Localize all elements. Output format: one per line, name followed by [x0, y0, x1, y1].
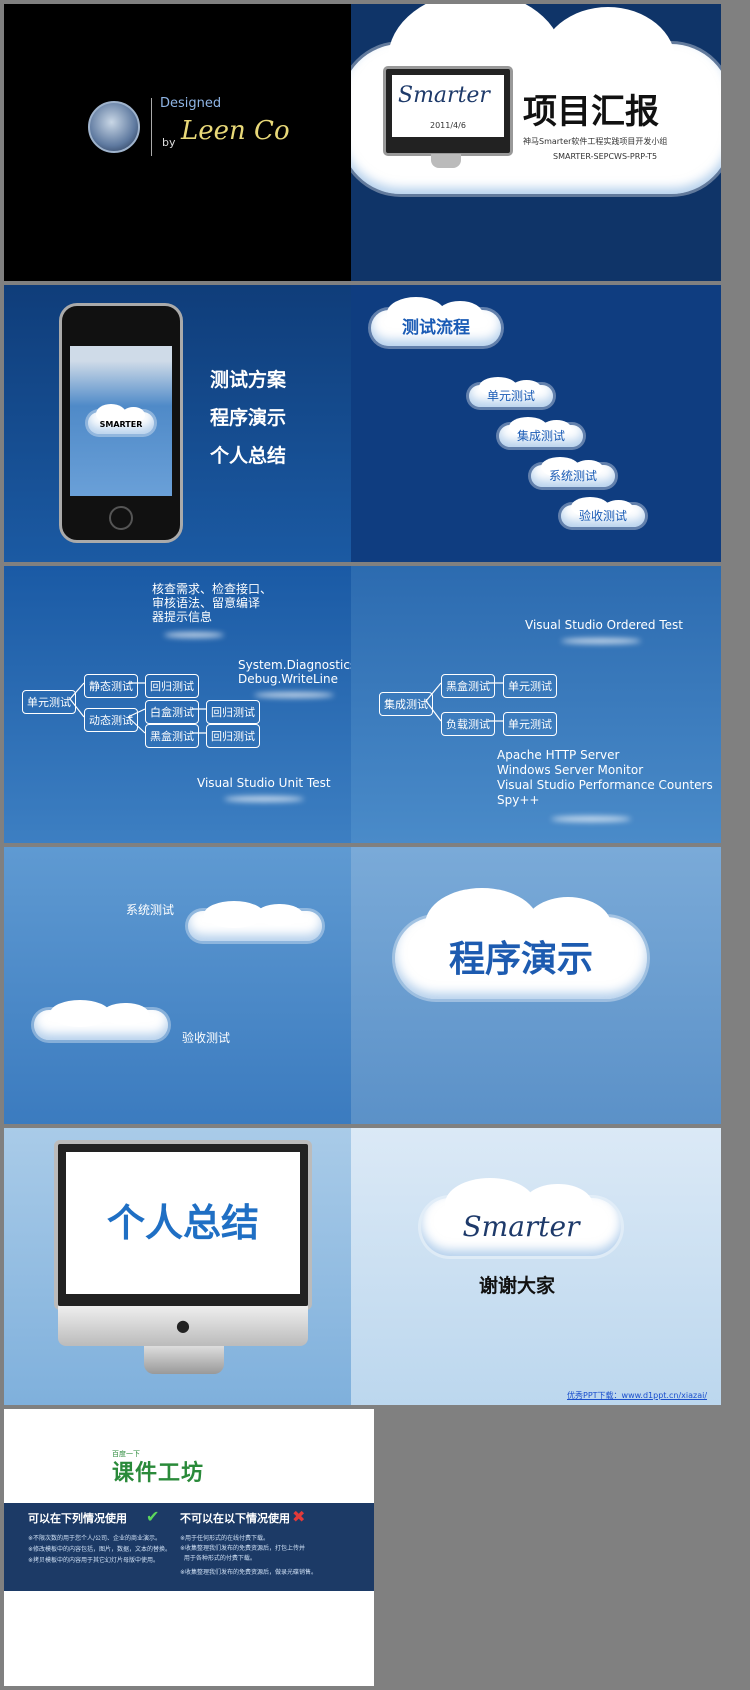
acceptance-test-label: 验收测试 [182, 1031, 231, 1045]
slide-1-title[interactable]: Designed by Leen Co [4, 4, 374, 281]
check-icon: ✔ [146, 1507, 160, 1526]
glow [561, 638, 641, 644]
step-cloud-2: 集成测试 [499, 417, 583, 447]
node-unit-test: 单元测试 [22, 690, 76, 714]
slide-10-thanks[interactable]: Smarter 谢谢大家 优秀PPT下载：www.d1ppt.cn/xiazai… [351, 1128, 721, 1405]
smarter-logo: Smarter [462, 1210, 580, 1243]
demo-cloud: 程序演示 [395, 888, 647, 999]
monitor-screen: 个人总结 [66, 1152, 300, 1294]
thanks-text: 谢谢大家 [479, 1275, 556, 1297]
agenda-item-3[interactable]: 个人总结 [210, 445, 287, 467]
brand-small: 百度一下 [112, 1450, 140, 1458]
perf-tools-list: Apache HTTP Server Windows Server Monito… [497, 748, 713, 807]
node-load-test: 负载测试 [441, 712, 495, 736]
license-panel [4, 1503, 374, 1591]
glow [551, 816, 631, 822]
tree-lines [69, 682, 206, 734]
thanks-cloud: Smarter [421, 1177, 621, 1256]
glow [254, 692, 334, 698]
can-use-title: 可以在下列情况使用 [28, 1512, 127, 1525]
node-regression-1: 回归测试 [145, 674, 199, 698]
node-regression-2: 回归测试 [206, 700, 260, 724]
can-use-item: ※不限次数的用于您个人/公司、企业的商业演示。 [28, 1535, 162, 1542]
slide-11-license[interactable]: 百度一下 课件工坊 可以在下列情况使用 ✔ 不可以在以下情况使用 ✖ ※不限次数… [4, 1409, 374, 1686]
cannot-use-item: ※收集整理我们发布的免费资源后，做录光碟销售。 [180, 1569, 318, 1576]
cannot-use-item: ※收集整理我们发布的免费资源后，打包上传并 用于各种形式的付费下载。 [180, 1545, 306, 1562]
slide-5-unit-test[interactable]: 核查需求、检查接口、 审核语法、留意编译 器提示信息 System.Diagno… [4, 566, 374, 843]
monitor-stand [431, 154, 461, 168]
node-unit-2: 单元测试 [503, 712, 557, 736]
system-cloud [188, 900, 322, 941]
home-button [109, 506, 133, 530]
glow [224, 796, 304, 802]
glow [164, 632, 224, 638]
agenda-item-2[interactable]: 程序演示 [210, 407, 287, 429]
slide-7-system-acceptance[interactable]: 系统测试 验收测试 [4, 847, 374, 1124]
cannot-use-item: ※用于任何形式的在线付费下载。 [180, 1535, 270, 1542]
slide-6-integration-test[interactable]: Visual Studio Ordered Test 集成测试 黑盒测试 单元测… [351, 566, 721, 843]
report-title: 项目汇报 [523, 92, 659, 132]
cannot-use-title: 不可以在以下情况使用 [180, 1512, 290, 1525]
step-cloud-4: 验收测试 [561, 497, 645, 527]
node-dynamic-test: 动态测试 [84, 708, 138, 732]
divider [151, 98, 152, 156]
cross-icon: ✖ [292, 1507, 306, 1526]
step-unit: 单元测试 [486, 389, 535, 403]
slide-8-demo[interactable]: 程序演示 [351, 847, 721, 1124]
can-use-item: ※修改模板中的内容包括，图片，数据，文本的替换。 [28, 1546, 172, 1553]
can-use-item: ※拷贝模板中的内容用于其它幻灯片母版中使用。 [28, 1557, 160, 1564]
monitor-frame: 个人总结 [54, 1140, 312, 1310]
monitor-chin: ● [58, 1306, 308, 1346]
step-acceptance: 验收测试 [578, 509, 627, 523]
report-subtitle: 神马Smarter软件工程实践项目开发小组 [523, 137, 668, 146]
phone-logo: SMARTER [99, 420, 143, 429]
acceptance-cloud [34, 999, 168, 1040]
designed-label: Designed [160, 96, 222, 111]
phone-cloud: SMARTER [88, 404, 154, 434]
demo-title: 程序演示 [448, 939, 593, 980]
report-date: 2011/4/6 [430, 121, 466, 130]
system-test-label: 系统测试 [126, 903, 175, 917]
slide-9-summary[interactable]: 个人总结 ● [4, 1128, 374, 1405]
step-cloud-3: 系统测试 [531, 457, 615, 487]
slide-3-agenda[interactable]: SMARTER 测试方案 程序演示 个人总结 [4, 285, 374, 562]
monitor-stand [144, 1346, 224, 1374]
step-system: 系统测试 [548, 469, 597, 483]
brand-logo: 课件工坊 [112, 1461, 205, 1486]
node-unit-1: 单元测试 [503, 674, 557, 698]
smarter-logo: Smarter [398, 83, 490, 108]
phone-frame: SMARTER [59, 303, 183, 543]
tree-lines [425, 682, 503, 722]
download-link[interactable]: 优秀PPT下载：www.d1ppt.cn/xiazai/ [567, 1391, 708, 1400]
step-cloud-1: 单元测试 [469, 377, 553, 407]
flow-heading: 测试流程 [402, 318, 470, 338]
node-black-box: 黑盒测试 [441, 674, 495, 698]
signature: Leen Co [181, 116, 290, 146]
node-regression-3: 回归测试 [206, 724, 260, 748]
heading-cloud: 测试流程 [371, 297, 501, 346]
checklist-notes: 核查需求、检查接口、 审核语法、留意编译 器提示信息 [152, 582, 273, 624]
slide-2-project-report[interactable]: Smarter 2011/4/6 项目汇报 神马Smarter软件工程实践项目开… [351, 4, 721, 281]
report-code: SMARTER-SEPCWS-PRP-T5 [553, 152, 658, 161]
debug-api: System.Diagnostics. Debug.WriteLine [238, 658, 361, 686]
monitor-icon: Smarter 2011/4/6 [383, 66, 513, 156]
ordered-test-tool: Visual Studio Ordered Test [525, 618, 683, 632]
summary-title: 个人总结 [106, 1201, 259, 1245]
step-integration: 集成测试 [516, 429, 565, 443]
unit-test-tool: Visual Studio Unit Test [197, 776, 331, 790]
slide-4-test-flow[interactable]: 测试流程 单元测试 集成测试 系统测试 验收测试 [351, 285, 721, 562]
node-static-test: 静态测试 [84, 674, 138, 698]
avatar [88, 101, 140, 153]
node-white-box: 白盒测试 [145, 700, 199, 724]
node-integration-test: 集成测试 [379, 692, 433, 716]
node-black-box: 黑盒测试 [145, 724, 199, 748]
by-label: by [162, 136, 176, 149]
agenda-item-1[interactable]: 测试方案 [210, 369, 287, 391]
